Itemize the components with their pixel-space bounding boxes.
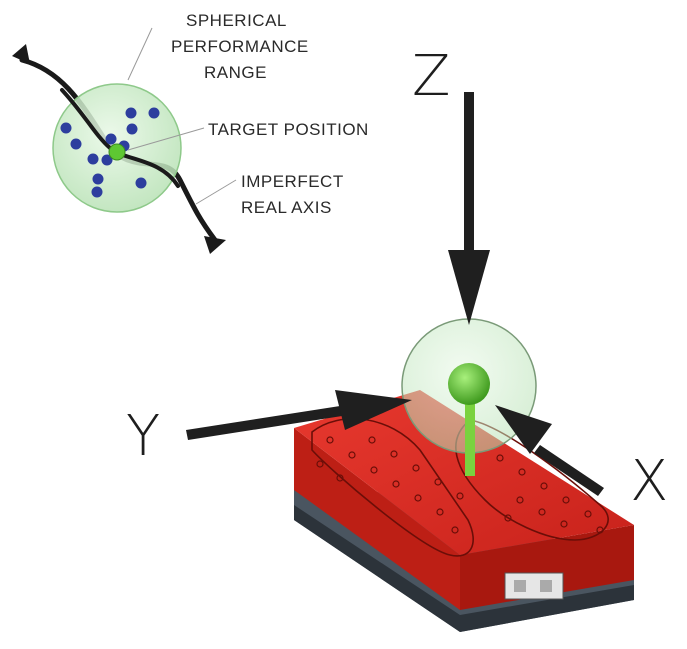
stage-connector-pin (540, 580, 552, 592)
measured-point (105, 133, 117, 145)
measured-point (92, 173, 104, 185)
stage-front-face (460, 525, 634, 610)
arrow-icon (495, 405, 552, 454)
measured-point (101, 154, 113, 166)
measured-point (135, 177, 147, 189)
measured-point (87, 153, 99, 165)
measured-point (148, 107, 160, 119)
stage-holes (316, 436, 604, 534)
stage-connector (504, 572, 564, 600)
stage-icon (294, 390, 634, 632)
leader-line (195, 179, 237, 205)
z-axis-shaft (464, 92, 474, 262)
y-axis-arrow (186, 390, 412, 440)
target-post (465, 392, 475, 476)
callout-spherical-1: SPHERICAL (186, 11, 287, 30)
leader-line (127, 27, 153, 81)
arrow-icon (12, 44, 30, 64)
measured-point (126, 123, 138, 135)
measured-point (125, 107, 137, 119)
callout-spherical-2: PERFORMANCE (171, 37, 309, 56)
y-axis-shaft (186, 406, 342, 440)
axis-label-x: X (630, 449, 668, 514)
stage-base-strip (294, 505, 634, 632)
target-ball (448, 363, 490, 405)
x-axis-shaft (534, 445, 604, 496)
callout-spherical-3: RANGE (204, 63, 267, 82)
measured-point (70, 138, 82, 150)
x-axis-arrow (495, 405, 604, 496)
arrow-icon (448, 250, 490, 325)
stage-carriage-right (455, 419, 609, 541)
measured-positions (60, 107, 160, 198)
inset-diagram: SPHERICAL PERFORMANCE RANGE TARGET POSIT… (12, 11, 369, 254)
main-performance-sphere (401, 318, 537, 476)
stage-connector-pin (514, 580, 526, 592)
arrow-icon (204, 236, 226, 254)
arrow-icon (335, 390, 412, 430)
z-axis-arrow (448, 92, 490, 325)
measured-point (60, 122, 72, 134)
axis-label-z: Z (412, 44, 450, 109)
axis-label-y: Y (126, 404, 160, 469)
callout-imperfect-2: REAL AXIS (241, 198, 332, 217)
target-position-marker (108, 143, 126, 161)
leader-line (127, 127, 205, 151)
measured-point (91, 186, 103, 198)
callout-imperfect-1: IMPERFECT (241, 172, 344, 191)
callout-target: TARGET POSITION (208, 120, 369, 139)
